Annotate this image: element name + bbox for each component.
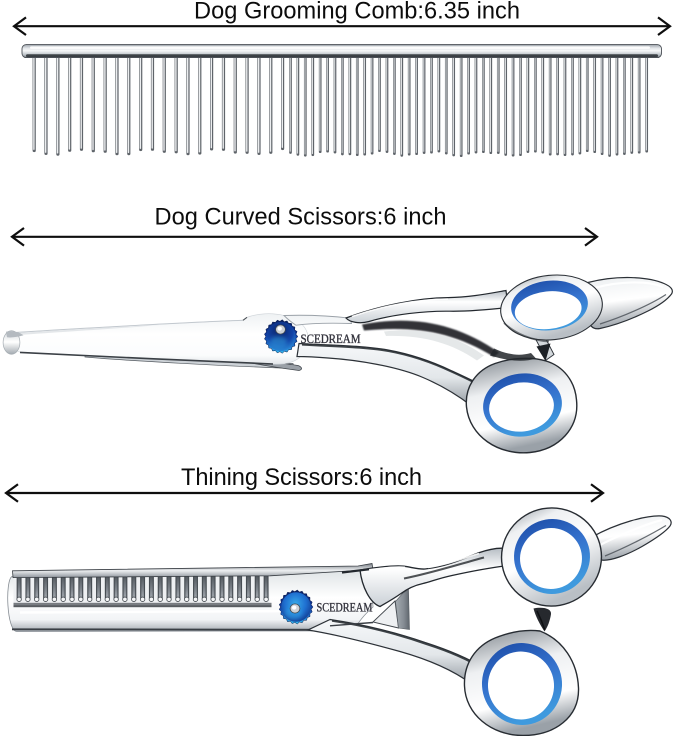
svg-text:Dog Curved Scissors:6 inch: Dog Curved Scissors:6 inch [155, 205, 447, 231]
svg-text:Thining Scissors:6 inch: Thining Scissors:6 inch [181, 465, 422, 491]
svg-text:Dog Grooming Comb:6.35 inch: Dog Grooming Comb:6.35 inch [194, 0, 520, 25]
svg-text:SCEDREAM: SCEDREAM [317, 601, 373, 615]
svg-text:SCEDREAM: SCEDREAM [301, 332, 361, 346]
